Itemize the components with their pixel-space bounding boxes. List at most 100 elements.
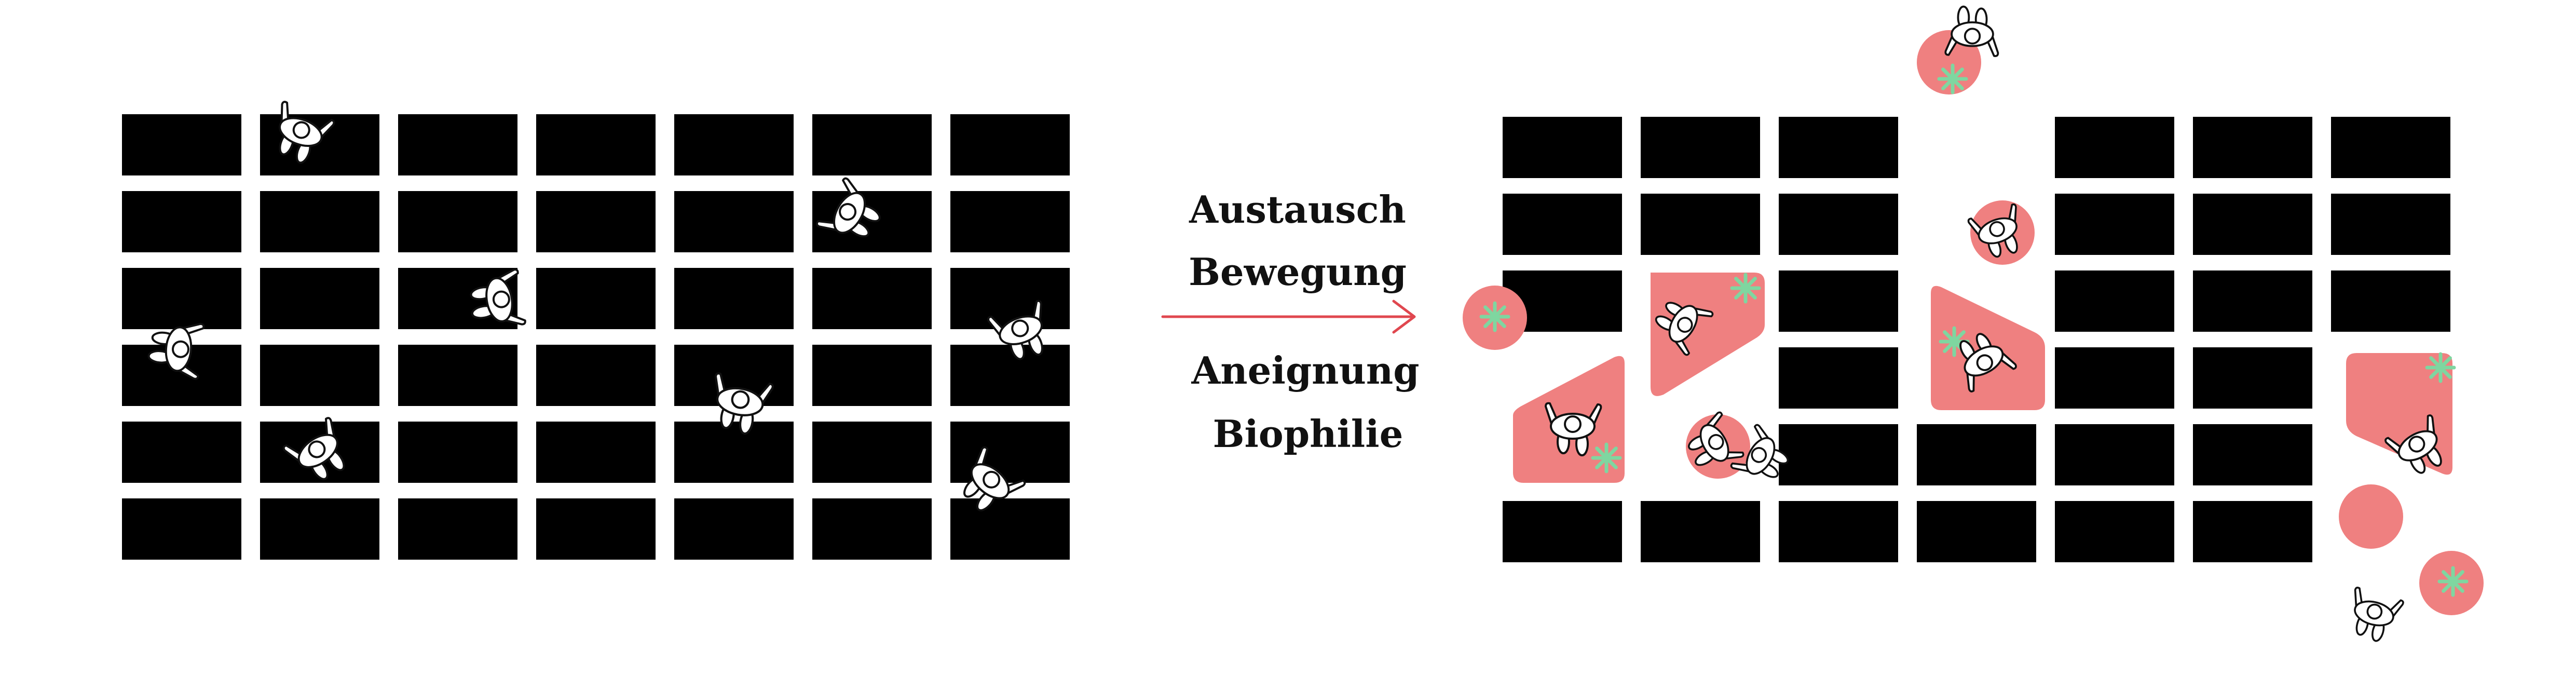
grid-block xyxy=(260,268,379,329)
arrow-right-icon xyxy=(1392,300,1416,334)
transition-arrow xyxy=(1161,300,1416,334)
person-head xyxy=(1677,317,1693,333)
grid-block xyxy=(950,191,1070,252)
person-head xyxy=(492,290,510,308)
plant-markers xyxy=(1479,63,2469,597)
grid-block xyxy=(1503,501,1622,562)
grid-block xyxy=(812,268,932,329)
grid-block xyxy=(2193,424,2312,485)
grid-block xyxy=(1779,501,1898,562)
person-arm xyxy=(842,177,860,197)
grid-block xyxy=(2193,117,2312,178)
person-topview-icon xyxy=(1687,411,1744,466)
person-topview-icon xyxy=(470,268,526,326)
grid-block xyxy=(1779,194,1898,255)
grid-block xyxy=(1641,501,1760,562)
person-head xyxy=(292,121,310,139)
person-arm xyxy=(815,220,839,232)
grid-block xyxy=(122,498,241,560)
person-arm xyxy=(1999,351,2017,370)
person-head xyxy=(171,340,189,358)
person-head xyxy=(839,203,857,221)
grid-block xyxy=(1641,117,1760,178)
grid-block xyxy=(122,422,241,483)
person-head xyxy=(1751,447,1767,463)
grid-block xyxy=(950,498,1070,560)
grid-block xyxy=(1779,270,1898,332)
person-topview-icon xyxy=(714,372,774,435)
person-head xyxy=(1011,319,1029,337)
grid-block xyxy=(1779,117,1898,178)
person-arm xyxy=(282,444,303,463)
grid-block xyxy=(2193,501,2312,562)
grid-block xyxy=(2055,270,2174,332)
plant-star-icon xyxy=(2437,566,2469,597)
people-figures xyxy=(147,5,2442,642)
person-head xyxy=(731,390,750,409)
person-topview-icon xyxy=(2384,414,2442,474)
person-arm xyxy=(1724,451,1744,460)
label-bewegung: Bewegung xyxy=(1189,250,1407,294)
grid-block xyxy=(536,345,656,406)
grid-block xyxy=(398,114,517,175)
grid-block xyxy=(122,191,241,252)
grid-block xyxy=(398,498,517,560)
person-arm xyxy=(1693,307,1714,318)
grid-block xyxy=(1917,501,2036,562)
grid-block xyxy=(122,114,241,175)
grid-block xyxy=(2055,347,2174,409)
grid-block xyxy=(2331,270,2450,332)
person-arm xyxy=(324,417,336,439)
person-topview-icon xyxy=(147,322,205,380)
grid-block xyxy=(2055,501,2174,562)
grid-block xyxy=(812,498,932,560)
grid-block xyxy=(260,191,379,252)
grid-block xyxy=(950,114,1070,175)
plant-star-icon xyxy=(1937,63,1968,94)
grid-block xyxy=(536,114,656,175)
grid-block xyxy=(1917,424,2036,485)
label-biophilie: Biophilie xyxy=(1212,412,1403,456)
person-head xyxy=(308,440,326,458)
person-arm xyxy=(1730,462,1751,473)
person-arm xyxy=(974,446,989,468)
plant-star-icon xyxy=(1479,301,1510,332)
person-arm xyxy=(2384,437,2403,456)
grid-block xyxy=(398,345,517,406)
plant-star-core xyxy=(1490,312,1500,321)
person-arm xyxy=(1674,338,1691,356)
plant-star-core xyxy=(1950,337,1959,346)
grid-block xyxy=(2193,347,2312,409)
grid-block xyxy=(2331,194,2450,255)
grid-block xyxy=(260,114,379,175)
left-block-grid xyxy=(122,114,1070,560)
grid-block xyxy=(674,191,794,252)
person-topview-icon xyxy=(282,417,345,480)
person-arm xyxy=(1966,371,1975,392)
person-head xyxy=(2408,436,2425,453)
label-aneignung: Aneignung xyxy=(1191,348,1420,392)
grid-block xyxy=(812,345,932,406)
person-head xyxy=(1976,354,1993,371)
grid-block xyxy=(536,191,656,252)
person-topview-icon xyxy=(815,177,881,238)
plant-star-core xyxy=(1602,453,1611,463)
plant-star-core xyxy=(1741,283,1750,293)
grid-block xyxy=(2331,117,2450,178)
person-topview-icon xyxy=(279,101,335,164)
label-austausch: Austausch xyxy=(1189,187,1406,232)
grid-block xyxy=(2055,424,2174,485)
pink-circle xyxy=(2339,484,2403,549)
grid-block xyxy=(950,422,1070,483)
grid-block xyxy=(260,345,379,406)
plant-star-core xyxy=(1948,74,1957,84)
grid-block xyxy=(812,114,932,175)
grid-block xyxy=(2193,194,2312,255)
person-head xyxy=(983,470,1001,489)
grid-block xyxy=(2055,194,2174,255)
person-head xyxy=(1564,415,1582,433)
grid-block xyxy=(674,422,794,483)
plant-star-core xyxy=(2436,363,2445,372)
person-topview-icon xyxy=(1655,302,1714,356)
